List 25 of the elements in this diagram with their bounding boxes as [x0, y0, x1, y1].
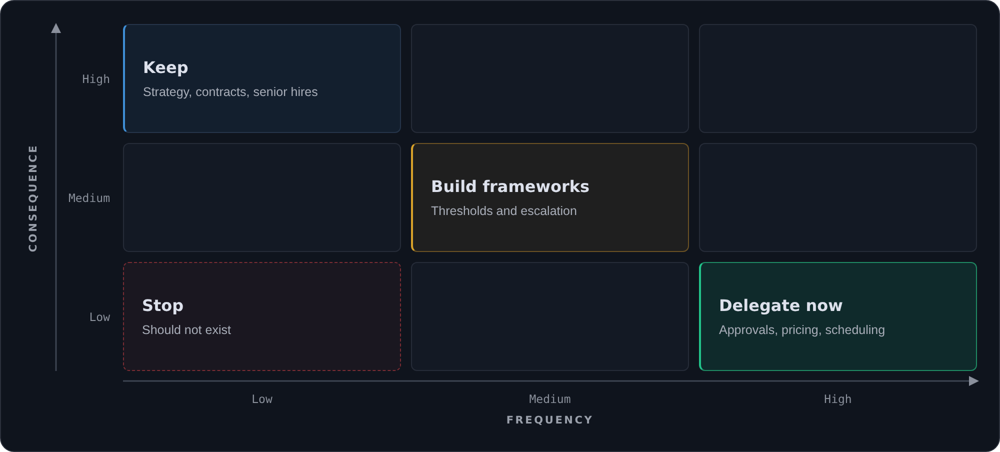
empty-quadrant	[411, 24, 689, 133]
axis-tick-label: Low	[89, 310, 110, 324]
axis-tick-label: Medium	[68, 191, 110, 205]
empty-quadrant	[699, 143, 977, 252]
quadrant-title: Build frameworks	[431, 176, 590, 196]
empty-quadrant	[411, 262, 689, 371]
axis-tick-label: High	[824, 392, 852, 406]
quadrant-description: Thresholds and escalation	[431, 202, 577, 218]
axis-tick-label: Medium	[529, 392, 571, 406]
quadrant-description: Should not exist	[142, 322, 231, 338]
quadrant-card	[123, 262, 401, 371]
quadrant-title: Keep	[143, 58, 188, 78]
quadrant-card	[699, 262, 977, 371]
quadrant-title: Stop	[142, 296, 184, 316]
quadrant-description: Approvals, pricing, scheduling	[719, 322, 886, 338]
empty-quadrant	[699, 24, 977, 133]
axis-title: FREQUENCY	[506, 414, 594, 428]
quadrant-card	[123, 24, 401, 133]
empty-quadrant	[123, 143, 401, 252]
axis-title: CONSEQUENCE	[28, 144, 40, 252]
quadrant-card	[411, 143, 689, 252]
quadrant-description: Strategy, contracts, senior hires	[143, 84, 318, 100]
axis-tick-label: Low	[252, 392, 272, 406]
axis-tick-label: High	[82, 72, 110, 86]
quadrant-title: Delegate now	[719, 296, 843, 316]
